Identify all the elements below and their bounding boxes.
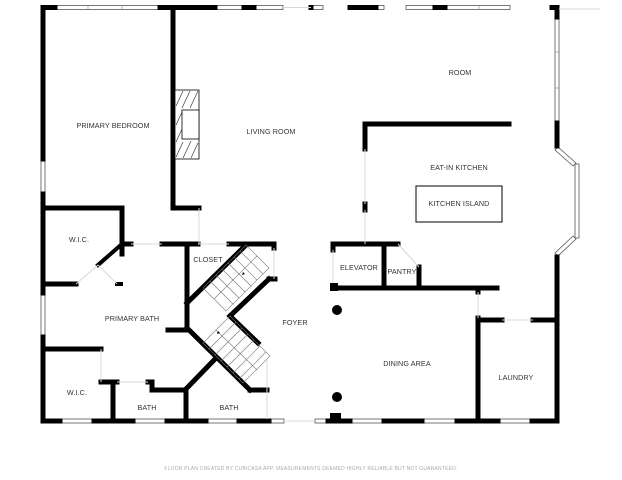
label-primary-bath: PRIMARY BATH bbox=[105, 314, 159, 323]
door-openings bbox=[75, 7, 600, 422]
label-foyer: FOYER bbox=[282, 318, 307, 327]
label-wic-lower: W.I.C. bbox=[67, 388, 87, 397]
windows-right bbox=[554, 17, 580, 257]
label-pantry: PANTRY bbox=[387, 267, 416, 276]
label-living-room: LIVING ROOM bbox=[246, 127, 295, 136]
interior-walls bbox=[40, 6, 560, 424]
label-kitchen-island: KITCHEN ISLAND bbox=[429, 199, 490, 208]
label-elevator: ELEVATOR bbox=[340, 263, 378, 272]
label-closet: CLOSET bbox=[193, 255, 223, 264]
label-bath-2: BATH bbox=[219, 403, 238, 412]
kitchen-island bbox=[415, 185, 503, 223]
stair-arrow-up-icon bbox=[242, 272, 245, 275]
column-upper bbox=[332, 305, 342, 315]
label-dining-area: DINING AREA bbox=[383, 359, 431, 368]
fireplace bbox=[174, 89, 200, 160]
footer-disclaimer: FLOOR PLAN CREATED BY CUBICASA APP. MEAS… bbox=[164, 466, 457, 472]
label-wic-upper: W.I.C. bbox=[69, 235, 89, 244]
label-eat-in-kitchen: EAT-IN KITCHEN bbox=[430, 163, 488, 172]
column-lower bbox=[332, 392, 342, 402]
label-primary-bedroom: PRIMARY BEDROOM bbox=[76, 121, 149, 130]
label-room: ROOM bbox=[449, 68, 472, 77]
staircase bbox=[202, 244, 271, 384]
room-labels: PRIMARY BEDROOM LIVING ROOM ROOM EAT-IN … bbox=[67, 68, 534, 412]
stair-arrow-up-icon-2 bbox=[217, 331, 220, 334]
label-laundry: LAUNDRY bbox=[499, 373, 534, 382]
label-bath-1: BATH bbox=[137, 403, 156, 412]
